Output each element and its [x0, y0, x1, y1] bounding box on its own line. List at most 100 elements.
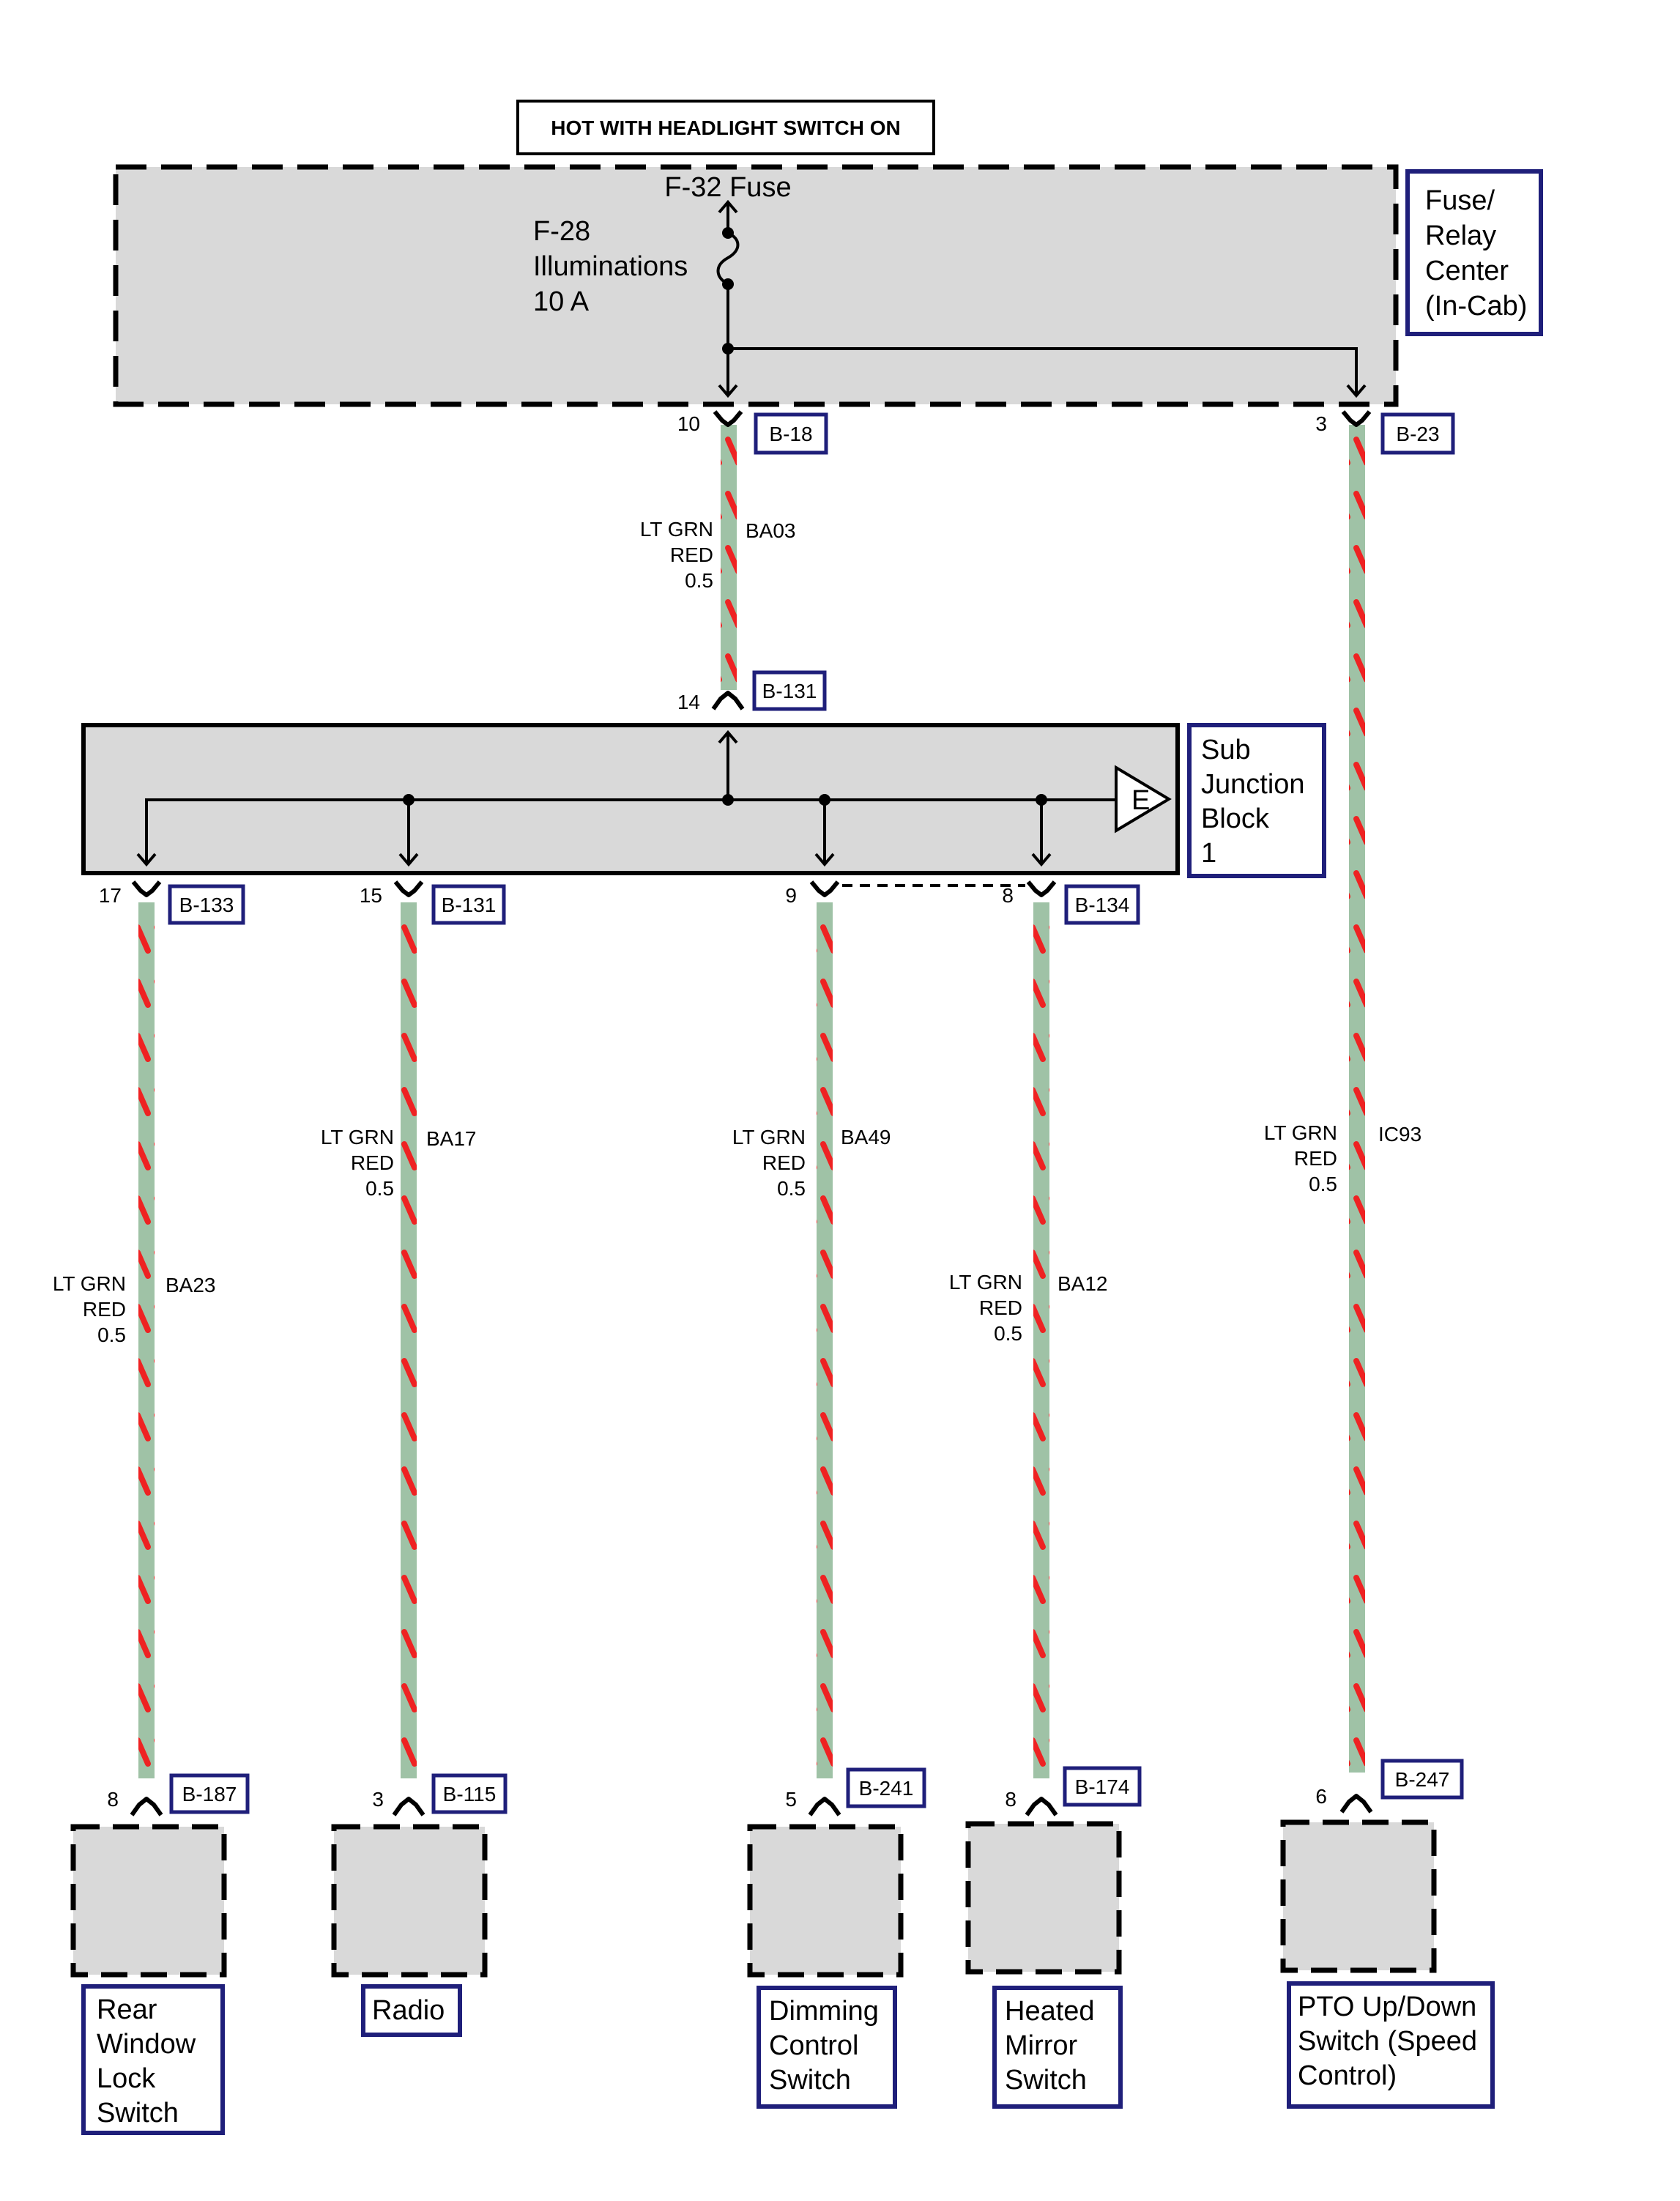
sub-junction-block: E — [81, 723, 1180, 875]
fuse-label-line-1: F-28 — [533, 216, 590, 247]
component-radio: Radio — [331, 1824, 488, 2037]
connector-b18: 10 B-18 — [677, 410, 828, 455]
rear-name-2: Window — [97, 2029, 196, 2060]
connector-b241: 5 B-241 — [785, 1767, 926, 1816]
wire-ic93-color-1: LT GRN — [1264, 1121, 1337, 1144]
connector-b23-pin: 3 — [1315, 412, 1327, 435]
sjb-ground-symbol: E — [1131, 785, 1150, 816]
wire-ba17-size: 0.5 — [365, 1177, 394, 1200]
connector-b133: 17 B-133 — [99, 880, 245, 925]
connector-b115: 3 B-115 — [372, 1773, 508, 1816]
connector-b187-pin: 8 — [107, 1788, 119, 1811]
sjb-name-3: Block — [1201, 803, 1270, 834]
wire-ic93-circuit: IC93 — [1378, 1123, 1421, 1146]
connector-b115-id: B-115 — [443, 1783, 497, 1805]
mirror-name-1: Heated — [1005, 1996, 1095, 2027]
wire-ba03 — [721, 425, 737, 690]
component-pto-switch: PTO Up/Down Switch (Speed Control) — [1280, 1819, 1495, 2109]
sjb-label-box: Sub Junction Block 1 — [1187, 723, 1326, 878]
wire-ba17-color-1: LT GRN — [321, 1126, 394, 1148]
wire-ba23-color-1: LT GRN — [53, 1272, 126, 1295]
connector-b133-id: B-133 — [179, 894, 234, 916]
wire-ba23-size: 0.5 — [97, 1324, 126, 1346]
fuse-center-name-2: Relay — [1425, 220, 1496, 251]
fuse-label-line-3: 10 A — [533, 286, 590, 317]
connector-b247: 6 B-247 — [1315, 1759, 1464, 1814]
wire-ba23-circuit: BA23 — [166, 1274, 216, 1296]
wire-ba03-circuit: BA03 — [746, 519, 796, 542]
mirror-name-2: Mirror — [1005, 2030, 1078, 2061]
dimming-name-3: Switch — [769, 2065, 851, 2096]
dimming-name-1: Dimming — [769, 1996, 879, 2027]
connector-b241-id: B-241 — [859, 1777, 914, 1800]
connector-b247-pin: 6 — [1315, 1785, 1327, 1808]
fuse-center-name-3: Center — [1425, 256, 1509, 286]
fuse-relay-center: F-32 Fuse F-28 Illuminations 10 A — [113, 164, 1399, 407]
connector-b187: 8 B-187 — [107, 1773, 250, 1816]
connector-b174-pin: 8 — [1005, 1788, 1016, 1811]
connector-b131-out-pin: 15 — [360, 884, 382, 907]
sjb-name-1: Sub — [1201, 735, 1251, 765]
connector-b187-id: B-187 — [182, 1783, 237, 1805]
fuse-symbol — [716, 199, 1367, 398]
wire-ic93 — [1349, 425, 1365, 1773]
connector-b174: 8 B-174 — [1005, 1766, 1142, 1816]
wire-ba23-color-2: RED — [83, 1298, 126, 1321]
connector-sjb-pin9: 9 — [785, 880, 1025, 907]
wire-ba49-color-2: RED — [762, 1151, 806, 1174]
connector-b131-in: 14 B-131 — [677, 670, 827, 713]
fuse-center-name-4: (In-Cab) — [1425, 291, 1527, 322]
pto-name-3: Control) — [1298, 2060, 1397, 2091]
wire-ba49-size: 0.5 — [777, 1177, 806, 1200]
sjb-name-4: 1 — [1201, 838, 1216, 869]
pto-name-2: Switch (Speed — [1298, 2026, 1477, 2057]
rear-name-3: Lock — [97, 2063, 156, 2094]
wire-ba49-circuit: BA49 — [841, 1126, 891, 1148]
connector-b23: 3 B-23 — [1315, 410, 1455, 455]
hot-label-box: HOT WITH HEADLIGHT SWITCH ON — [516, 100, 935, 155]
wire-ic93-size: 0.5 — [1309, 1173, 1337, 1195]
component-heated-mirror-switch: Heated Mirror Switch — [965, 1821, 1123, 2109]
dimming-name-2: Control — [769, 2030, 859, 2061]
connector-b241-pin: 5 — [785, 1788, 797, 1811]
radio-name: Radio — [372, 1995, 445, 2026]
wire-ba12 — [1033, 902, 1049, 1778]
connector-b131-in-id: B-131 — [762, 680, 817, 702]
wire-ba17 — [401, 902, 417, 1778]
connector-b133-pin: 17 — [99, 884, 122, 907]
wire-ba17-color-2: RED — [351, 1151, 394, 1174]
connector-b131-out: 15 B-131 — [360, 880, 506, 925]
fuse-label-line-2: Illuminations — [533, 251, 688, 282]
wire-ba03-color-1: LT GRN — [640, 518, 713, 541]
wire-ba23 — [138, 902, 155, 1778]
pto-name-1: PTO Up/Down — [1298, 1992, 1476, 2022]
connector-b134-pin: 8 — [1002, 884, 1014, 907]
wire-ba12-size: 0.5 — [994, 1322, 1022, 1345]
connector-b131-out-id: B-131 — [442, 894, 497, 916]
connector-b23-id: B-23 — [1396, 423, 1439, 445]
component-rear-window-lock-switch: Rear Window Lock Switch — [70, 1824, 227, 2135]
mirror-name-3: Switch — [1005, 2065, 1087, 2096]
connector-b247-id: B-247 — [1395, 1768, 1450, 1791]
rear-name-1: Rear — [97, 1994, 157, 2025]
fuse-center-label-box: Fuse/ Relay Center (In-Cab) — [1405, 169, 1543, 336]
fuse-center-name-1: Fuse/ — [1425, 185, 1495, 216]
hot-label: HOT WITH HEADLIGHT SWITCH ON — [551, 116, 901, 139]
wire-ba12-circuit: BA12 — [1058, 1272, 1108, 1295]
connector-sjb-pin9-pin: 9 — [785, 884, 797, 907]
fuse-ref-label: F-32 Fuse — [664, 172, 791, 203]
connector-b134: 8 B-134 — [1002, 880, 1140, 925]
wire-ba17-circuit: BA17 — [426, 1127, 477, 1150]
sjb-name-2: Junction — [1201, 769, 1305, 800]
wire-ic93-color-2: RED — [1294, 1147, 1337, 1170]
wire-ba03-color-2: RED — [670, 543, 713, 566]
wire-ba12-color-1: LT GRN — [949, 1271, 1022, 1293]
wire-ba49-color-1: LT GRN — [732, 1126, 806, 1148]
connector-b131-in-pin: 14 — [677, 691, 700, 713]
connector-b18-id: B-18 — [769, 423, 812, 445]
wire-ba49 — [817, 902, 833, 1778]
connector-b174-id: B-174 — [1075, 1775, 1130, 1798]
wire-ba12-color-2: RED — [979, 1296, 1022, 1319]
connector-b18-pin: 10 — [677, 412, 700, 435]
